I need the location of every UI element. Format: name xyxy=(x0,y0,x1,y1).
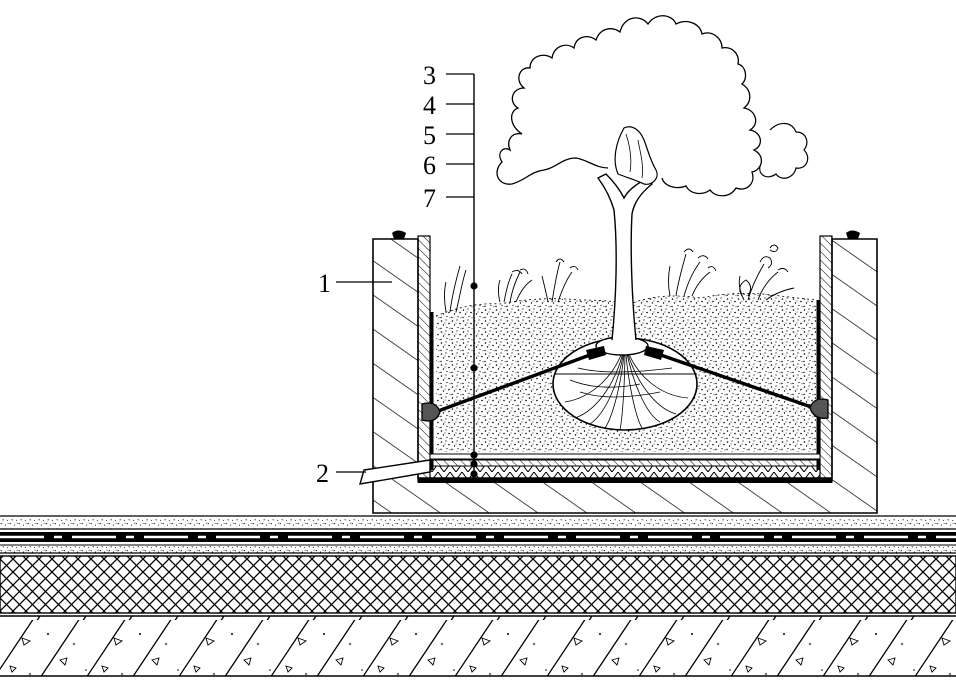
concrete-slab xyxy=(0,616,956,676)
callout-label-2: 2 xyxy=(316,459,329,488)
callout-drain: 2 xyxy=(316,459,431,488)
anchor-cables xyxy=(421,346,829,422)
plants-left xyxy=(444,258,579,313)
membrane-band xyxy=(0,532,956,542)
tree-canopy xyxy=(496,15,762,197)
callout-label-4: 4 xyxy=(423,91,436,120)
callout-label-7: 7 xyxy=(423,184,436,213)
anchor-right xyxy=(809,398,829,419)
tree-trunk xyxy=(596,173,653,341)
plants-right xyxy=(668,244,795,301)
tree xyxy=(496,15,809,341)
insulation-layer xyxy=(0,555,956,614)
callout-wall: 1 xyxy=(318,269,392,298)
drain-pipe xyxy=(359,459,431,485)
callout-label-6: 6 xyxy=(423,151,436,180)
callout-label-1: 1 xyxy=(318,269,331,298)
root-ball xyxy=(552,336,698,431)
callout-label-5: 5 xyxy=(423,121,436,150)
callout-label-3: 3 xyxy=(423,61,436,90)
callout-layers: 3 4 5 6 7 xyxy=(423,61,478,478)
screed-layer-top xyxy=(0,516,956,529)
anchor-left xyxy=(421,402,441,422)
roof-buildup xyxy=(0,515,956,677)
screed-layer-lower xyxy=(0,545,956,553)
